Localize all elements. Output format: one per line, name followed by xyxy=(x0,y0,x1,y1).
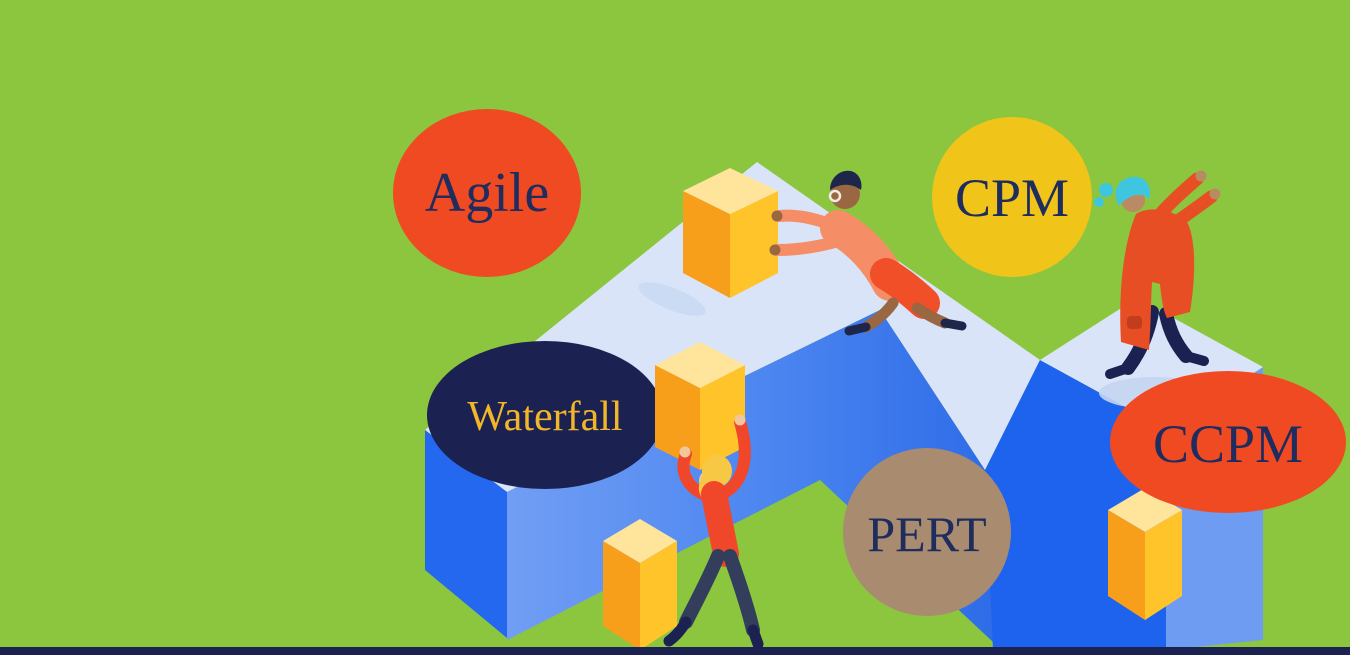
hand xyxy=(1209,188,1221,200)
hand xyxy=(734,414,746,426)
shorts xyxy=(870,258,940,319)
block-face-left xyxy=(603,541,640,650)
arm xyxy=(1145,172,1204,231)
hair xyxy=(830,170,862,190)
block-face-left xyxy=(683,191,730,298)
yellow-block-pushed xyxy=(683,168,778,298)
torso xyxy=(701,481,739,567)
hand xyxy=(679,446,691,458)
platform-wall-left-end xyxy=(425,430,507,638)
hair-ponytail xyxy=(1094,197,1104,207)
ccpm-ellipse xyxy=(1110,371,1346,513)
yellow-block-lifted xyxy=(655,342,745,470)
person-lifting-block xyxy=(663,414,764,650)
block-face-front xyxy=(640,541,677,650)
block-face-top xyxy=(683,168,778,214)
glasses xyxy=(828,189,842,203)
block-face-front xyxy=(700,365,745,470)
block-shadow xyxy=(638,282,706,316)
agile-circle xyxy=(393,109,581,277)
arm xyxy=(1155,190,1218,239)
boot xyxy=(747,624,764,650)
block-face-left xyxy=(1108,510,1145,620)
waterfall-bubble: Waterfall xyxy=(427,341,663,489)
shoe xyxy=(940,318,967,331)
hair-ponytail xyxy=(1099,183,1113,197)
pert-bubble: PERT xyxy=(843,448,1011,616)
block-face-top xyxy=(655,342,745,388)
ccpm-label: CCPM xyxy=(1153,414,1303,474)
waterfall-label: Waterfall xyxy=(467,394,622,440)
cpm-label: CPM xyxy=(955,168,1069,228)
ccpm-bubble: CCPM xyxy=(1110,371,1346,513)
leg xyxy=(679,549,725,629)
person-pushing-block xyxy=(769,170,967,336)
waterfall-ellipse xyxy=(427,341,663,489)
pert-circle xyxy=(843,448,1011,616)
agile-bubble: Agile xyxy=(393,109,581,277)
block-face-top xyxy=(603,519,677,563)
bottom-border-strip xyxy=(0,647,1350,655)
hand xyxy=(769,244,781,256)
shoe xyxy=(1181,351,1209,366)
block-face-front xyxy=(1145,510,1182,620)
person-reaching-up xyxy=(1094,170,1221,379)
coat xyxy=(1120,209,1195,350)
agile-label: Agile xyxy=(425,162,549,224)
block-face-left xyxy=(655,365,700,470)
yellow-block-ground xyxy=(603,519,677,650)
leg xyxy=(723,549,760,637)
yellow-block-right xyxy=(1108,488,1182,620)
shoe xyxy=(844,322,871,336)
pert-label: PERT xyxy=(867,506,986,562)
arm xyxy=(720,416,751,498)
hair xyxy=(1115,176,1151,206)
cpm-circle xyxy=(932,117,1092,277)
hair xyxy=(702,455,732,487)
hand xyxy=(1195,170,1207,182)
coat-pocket xyxy=(1127,316,1142,329)
hand xyxy=(771,210,783,222)
cpm-bubble: CPM xyxy=(932,117,1092,277)
shoe xyxy=(1105,363,1133,379)
boot xyxy=(663,616,692,647)
block-face-front xyxy=(730,191,778,298)
